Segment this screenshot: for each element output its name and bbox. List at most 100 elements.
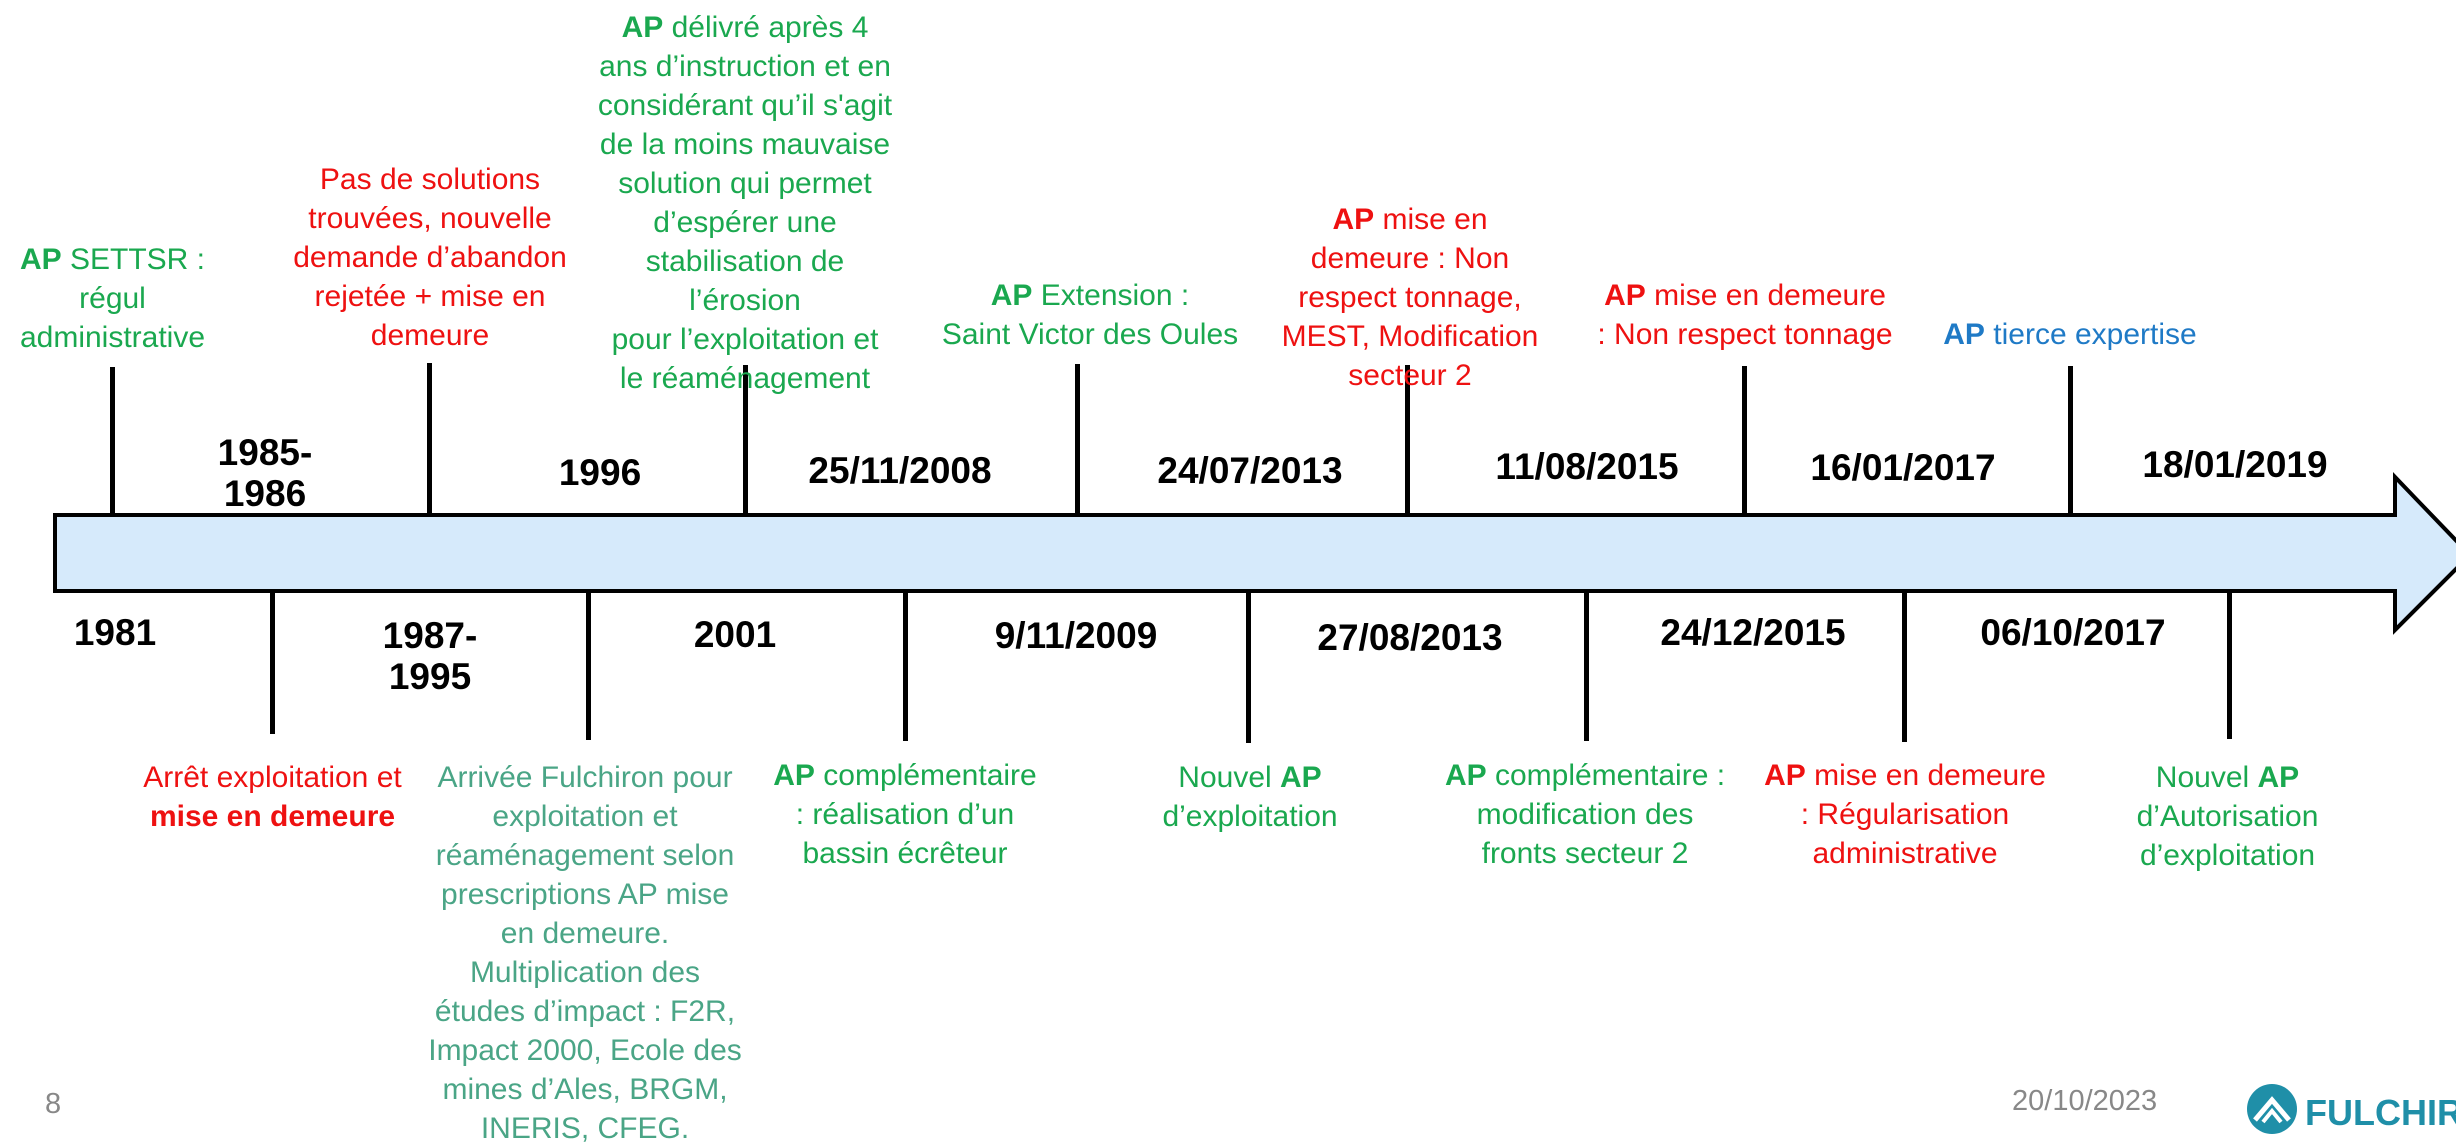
tick-top-1985 xyxy=(427,363,432,515)
note-line: Nouvel AP xyxy=(1120,758,1380,797)
date-11-08-2015: 11/08/2015 xyxy=(1495,446,1679,487)
note-line: administrative xyxy=(0,318,225,357)
note-text: régul xyxy=(79,282,146,315)
note-text: Saint Victor des Oules xyxy=(941,318,1239,351)
note-line: en demeure. xyxy=(415,914,755,953)
note-line: solution qui permet xyxy=(580,164,910,203)
date-1987-1995: 1987-1995 xyxy=(382,615,478,698)
footer-date: 20/10/2023 xyxy=(2012,1085,2158,1117)
note-line: demeure xyxy=(280,316,580,355)
note-line: : Régularisation xyxy=(1750,795,2060,834)
note-line: réaménagement selon xyxy=(415,836,755,875)
fulchiron-logo: FULCHIRON xyxy=(2245,1082,2456,1137)
note-line: ans d’instruction et en xyxy=(580,47,910,86)
tick-top-2008 xyxy=(1075,364,1080,515)
note-line: d’exploitation xyxy=(1120,797,1380,836)
timeline-arrow-body xyxy=(53,472,2456,635)
note-text: Impact 2000, Ecole des xyxy=(428,1034,742,1067)
date-18-01-2019: 18/01/2019 xyxy=(2142,444,2328,485)
note-text: Arrivée Fulchiron pour xyxy=(437,761,733,794)
note-line: demeure : Non xyxy=(1265,239,1555,278)
date-16-01-2017: 16/01/2017 xyxy=(1810,447,1996,488)
note-line: d’Autorisation xyxy=(2095,797,2360,836)
tick-bottom-2015 xyxy=(1584,591,1589,741)
note-bold-text: mise en demeure xyxy=(149,800,396,833)
note-line: INERIS, CFEG. xyxy=(415,1109,755,1148)
date-27-08-2013: 27/08/2013 xyxy=(1317,617,1503,658)
note-text: d’Autorisation xyxy=(2136,800,2319,833)
note-text: le réaménagement xyxy=(619,362,871,395)
note-line: de la moins mauvaise xyxy=(580,125,910,164)
date-1996: 1996 xyxy=(558,452,642,493)
note-line: études d’impact : F2R, xyxy=(415,992,755,1031)
note-text: rejetée + mise en xyxy=(314,280,546,313)
note-line: : réalisation d’un xyxy=(750,795,1060,834)
note-text: solution qui permet xyxy=(618,167,872,200)
note-line: demande d’abandon xyxy=(280,238,580,277)
note-line: mise en demeure xyxy=(120,797,425,836)
tick-top-2015 xyxy=(1742,366,1747,515)
note-text: mise en xyxy=(1374,203,1488,236)
note-text: en demeure. xyxy=(500,917,670,950)
date-2001: 2001 xyxy=(693,614,777,655)
note-text: de la moins mauvaise xyxy=(599,128,891,161)
note-bold-text: AP xyxy=(1332,203,1375,236)
note-line: pour l’exploitation et xyxy=(580,320,910,359)
note-line: Arrivée Fulchiron pour xyxy=(415,758,755,797)
date-1985-1986: 1985-1986 xyxy=(217,432,313,515)
note-bold-text: AP xyxy=(1604,279,1646,312)
note-line: respect tonnage, xyxy=(1265,278,1555,317)
note-text: études d’impact : F2R, xyxy=(434,995,736,1028)
note-text: Arrêt exploitation et xyxy=(143,761,402,794)
note-line: Saint Victor des Oules xyxy=(925,315,1255,354)
note-text: complémentaire : xyxy=(1486,759,1726,792)
note-line: bassin écrêteur xyxy=(750,834,1060,873)
date-9-11-2009: 9/11/2009 xyxy=(994,615,1158,656)
note-text: trouvées, nouvelle xyxy=(308,202,552,235)
note-text: l’érosion xyxy=(689,284,801,317)
tick-bottom-2009 xyxy=(903,591,908,741)
note-line: AP Extension : xyxy=(925,276,1255,315)
note-text: stabilisation de xyxy=(645,245,845,278)
note-text: administrative xyxy=(19,321,206,354)
note-text: ans d’instruction et en xyxy=(599,50,891,83)
tick-bottom-2013 xyxy=(1246,591,1251,743)
note-bold-text: AP xyxy=(1444,759,1487,792)
note-text: Pas de solutions xyxy=(319,163,541,196)
note-line: Impact 2000, Ecole des xyxy=(415,1031,755,1070)
note-text: d’exploitation xyxy=(1162,800,1338,833)
tick-bottom-1987 xyxy=(270,591,275,734)
note-text: : Régularisation xyxy=(1800,798,2010,831)
note-text: demeure xyxy=(370,319,490,352)
note-text: bassin écrêteur xyxy=(802,837,1008,870)
date-24-12-2015: 24/12/2015 xyxy=(1660,612,1846,653)
note-text: respect tonnage, xyxy=(1298,281,1522,314)
note-text: secteur 2 xyxy=(1348,359,1472,392)
note-top-1981: AP SETTSR :régul administrative xyxy=(0,240,225,357)
tick-bottom-2017 xyxy=(1902,591,1907,742)
note-line: Pas de solutions xyxy=(280,160,580,199)
note-text: considérant qu’il s'agit xyxy=(597,89,893,122)
note-line: AP SETTSR : xyxy=(0,240,225,279)
note-text: demeure : Non xyxy=(1310,242,1510,275)
date-25-11-2008: 25/11/2008 xyxy=(808,450,992,491)
note-line: AP tierce expertise xyxy=(1920,315,2220,354)
tick-top-2013 xyxy=(1405,365,1410,515)
note-bold-text: AP xyxy=(1280,761,1322,794)
note-line: prescriptions AP mise xyxy=(415,875,755,914)
note-text: délivré après 4 xyxy=(663,11,869,44)
note-line: AP mise en xyxy=(1265,200,1555,239)
note-text: Nouvel xyxy=(1178,761,1281,794)
note-text: prescriptions AP mise xyxy=(441,878,729,911)
logo-mountain-icon xyxy=(2247,1084,2297,1134)
tick-bottom-2001 xyxy=(586,591,591,740)
tick-bottom-2019 xyxy=(2227,591,2232,739)
note-line: le réaménagement xyxy=(580,359,910,398)
note-text: mines d’Ales, BRGM, xyxy=(442,1073,728,1106)
note-text: : réalisation d’un xyxy=(795,798,1015,831)
note-text: modification des xyxy=(1476,798,1694,831)
tick-top-2017 xyxy=(2068,366,2073,515)
